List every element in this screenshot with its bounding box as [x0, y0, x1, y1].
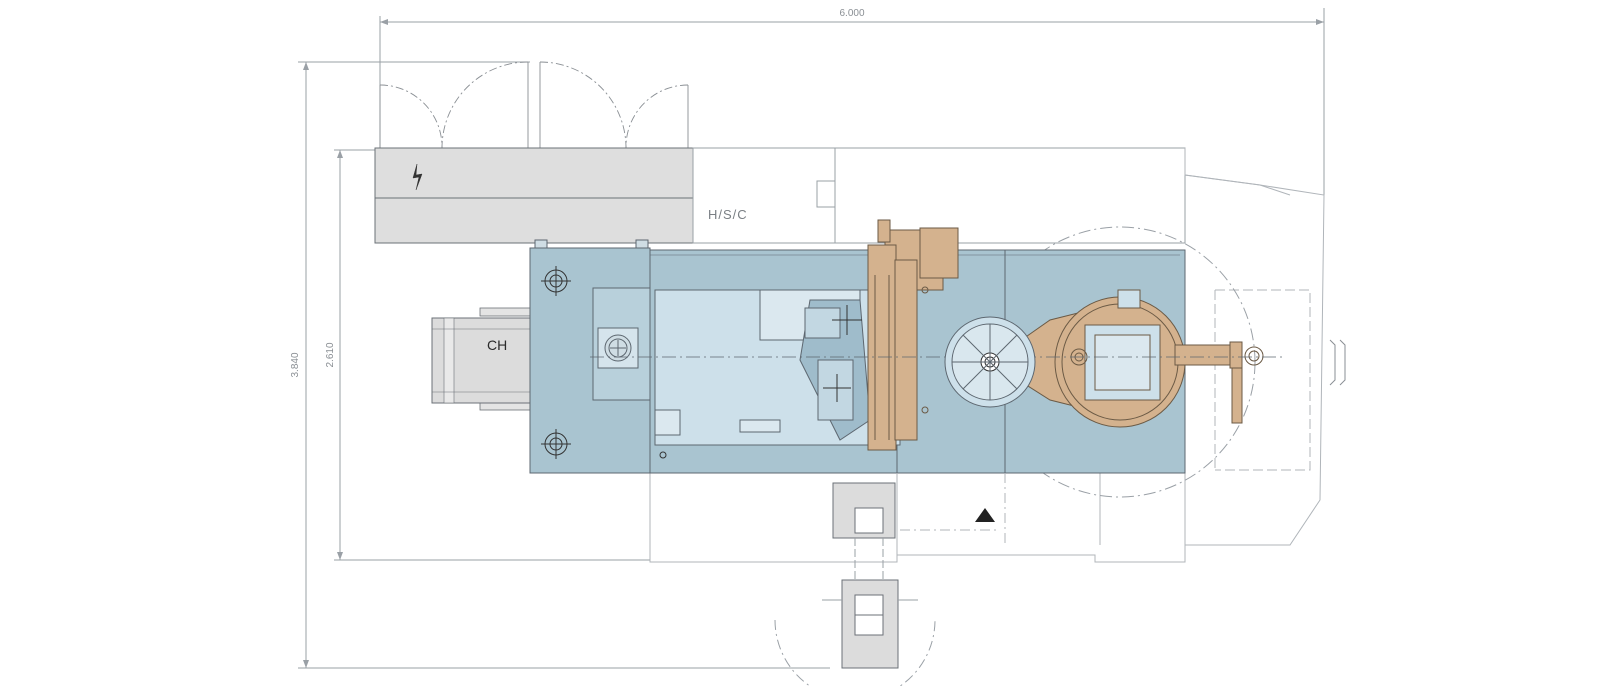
- cabinet-door-swings: [379, 61, 689, 149]
- turret-wheel: [944, 316, 1036, 408]
- access-area-outline: [896, 473, 1006, 545]
- dimension-arrows: [303, 19, 1324, 668]
- hsc-unit: [692, 147, 1186, 244]
- dimension-lines: [298, 8, 1325, 669]
- dimension-machine-width: 2.610: [325, 342, 336, 367]
- chip-conveyor-label: CH: [487, 337, 507, 353]
- dimension-overall-width: 3.840: [290, 352, 301, 377]
- operator-boxes: [822, 482, 918, 669]
- robot-loader: [867, 219, 1264, 451]
- triangle-marker-icon: [975, 508, 995, 522]
- electrical-cabinet: [374, 147, 694, 244]
- work-area: [654, 289, 901, 446]
- hsc-label: H/S/C: [708, 207, 748, 222]
- lightning-bolt-icon: [412, 163, 423, 191]
- mounting-bolts: [541, 266, 667, 459]
- dimension-overall-length: 6.000: [839, 8, 864, 19]
